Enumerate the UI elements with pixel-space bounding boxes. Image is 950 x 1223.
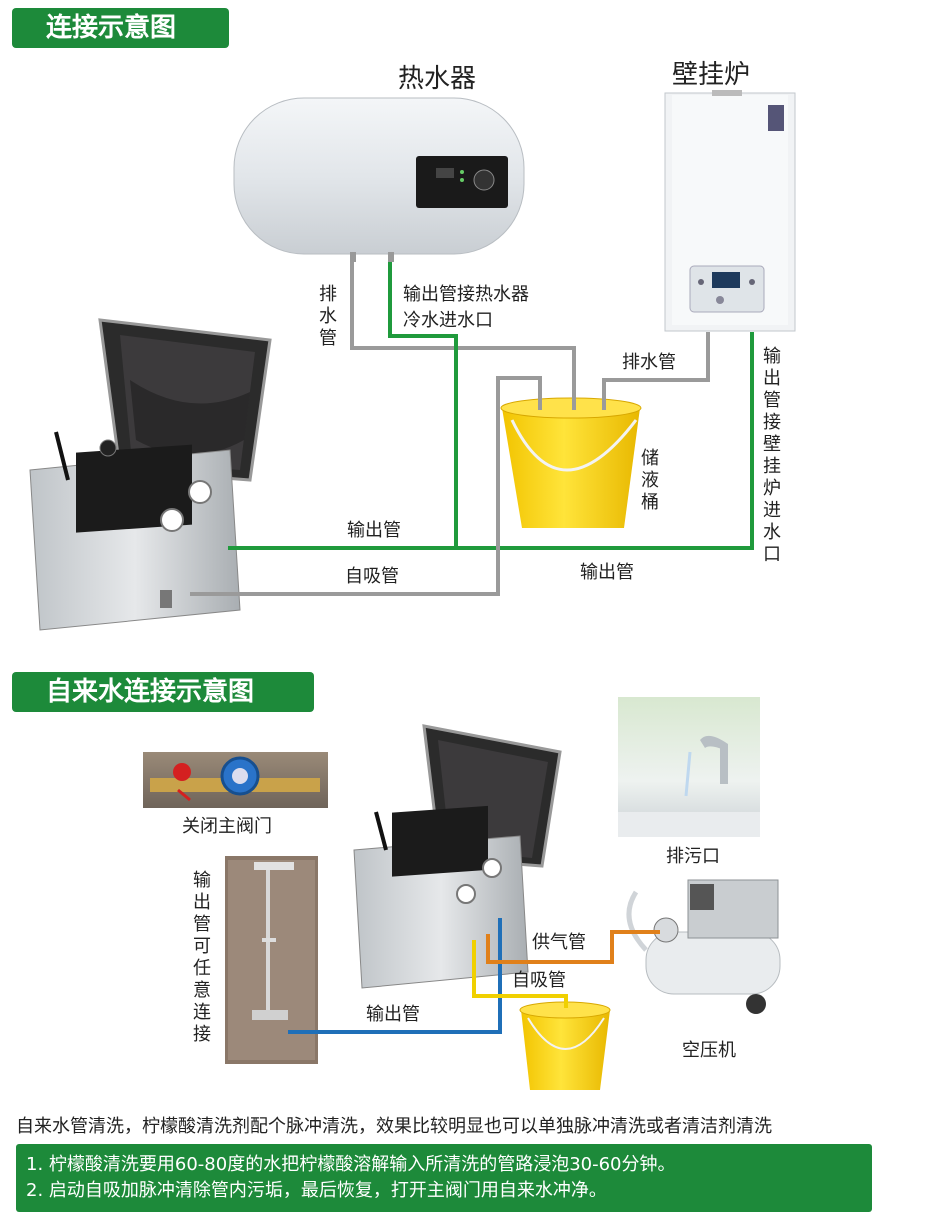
steps-box: 1. 柠檬酸清洗要用60-80度的水把柠檬酸溶解输入所清洗的管路浸泡30-60分… xyxy=(16,1144,872,1212)
drain-pipe-right-label: 排水管 xyxy=(622,352,676,373)
sink-photo xyxy=(618,697,760,837)
output-to-heater-line2: 冷水进水口 xyxy=(403,310,493,331)
boiler-label: 壁挂炉 xyxy=(672,60,751,90)
output-any-label: 输出管可任意连接 xyxy=(193,870,211,1045)
cleaning-note: 自来水管清洗，柠檬酸清洗剂配个脉冲清洗，效果比较明显也可以单独脉冲清洗或者清洁剂… xyxy=(16,1116,772,1137)
section1-title-banner: 连接示意图 xyxy=(12,8,229,48)
air-compressor-label: 空压机 xyxy=(682,1040,736,1061)
air-compressor-illustration xyxy=(626,879,781,1014)
suction-pipe-label: 自吸管 xyxy=(345,566,399,587)
output-pipe-label-3: 输出管 xyxy=(366,1004,420,1025)
cleaning-machine-illustration-2 xyxy=(353,724,562,989)
output-to-heater-line1: 输出管接热水器 xyxy=(403,284,529,305)
step-1: 1. 柠檬酸清洗要用60-80度的水把柠檬酸溶解输入所清洗的管路浸泡30-60分… xyxy=(26,1154,676,1175)
suction-pipe-label-2: 自吸管 xyxy=(512,970,566,991)
pipes-section2 xyxy=(288,918,660,1034)
shower-photo xyxy=(225,856,318,1064)
storage-bucket-label: 储液桶 xyxy=(641,448,659,513)
step-2: 2. 启动自吸加脉冲清除管内污垢，最后恢复，打开主阀门用自来水冲净。 xyxy=(26,1180,607,1201)
air-supply-pipe-label: 供气管 xyxy=(532,932,586,953)
bucket-illustration-2 xyxy=(519,1001,611,1090)
boiler-illustration xyxy=(664,90,796,332)
output-to-boiler-label: 输出管接壁挂炉进水口 xyxy=(763,346,781,565)
output-pipe-label-2: 输出管 xyxy=(580,562,634,583)
output-pipe-label-1: 输出管 xyxy=(347,520,401,541)
section1-title: 连接示意图 xyxy=(46,13,177,43)
main-valve-photo xyxy=(143,752,328,808)
section2-title: 自来水连接示意图 xyxy=(46,677,255,707)
storage-bucket-illustration xyxy=(500,397,642,528)
section2-title-banner: 自来水连接示意图 xyxy=(12,672,314,712)
water-heater-label: 热水器 xyxy=(398,64,477,94)
close-valve-label: 关闭主阀门 xyxy=(182,816,272,837)
water-heater-illustration xyxy=(233,97,525,262)
pipes-section1 xyxy=(190,262,754,596)
drain-pipe-left-label: 排水管 xyxy=(319,284,337,349)
drain-outlet-label: 排污口 xyxy=(666,846,720,867)
cleaning-machine-illustration xyxy=(29,318,272,631)
